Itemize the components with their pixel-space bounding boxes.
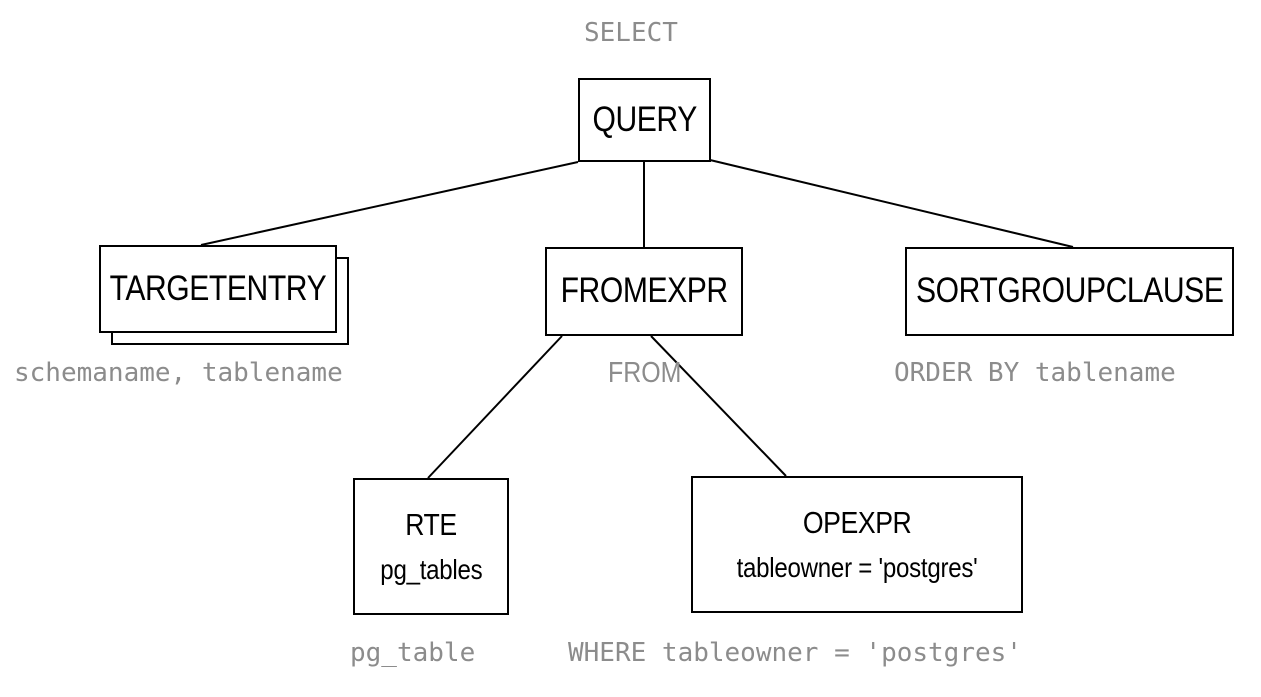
node-sortgroupclause-title: SORTGROUPCLAUSE xyxy=(915,271,1224,311)
edge-query-targetentry xyxy=(200,161,579,246)
edge-query-sortgroupclause xyxy=(709,159,1074,248)
caption-sortgroupclause: ORDER BY tablename xyxy=(894,358,1176,388)
edge-fromexpr-rte xyxy=(427,335,563,479)
caption-fromexpr: FROM xyxy=(608,357,682,389)
caption-opexpr: WHERE tableowner = 'postgres' xyxy=(568,638,1022,668)
node-query[interactable]: QUERY xyxy=(578,78,711,162)
node-targetentry[interactable]: TARGETENTRY xyxy=(99,245,337,333)
node-opexpr-subtitle: tableowner = 'postgres' xyxy=(736,552,978,584)
node-targetentry-title: TARGETENTRY xyxy=(109,268,327,308)
node-fromexpr[interactable]: FROMEXPR xyxy=(545,247,743,336)
caption-select: SELECT xyxy=(584,18,678,48)
caption-rte: pg_table xyxy=(350,638,476,668)
node-query-title: QUERY xyxy=(592,99,697,139)
node-rte-title: RTE xyxy=(405,506,457,542)
node-rte[interactable]: RTE pg_tables xyxy=(353,478,509,615)
node-rte-subtitle: pg_tables xyxy=(379,554,483,586)
node-opexpr-title: OPEXPR xyxy=(802,504,912,540)
node-opexpr[interactable]: OPEXPR tableowner = 'postgres' xyxy=(691,476,1023,613)
node-fromexpr-title: FROMEXPR xyxy=(560,271,728,311)
node-sortgroupclause[interactable]: SORTGROUPCLAUSE xyxy=(905,247,1234,336)
caption-targetentry: schemaname, tablename xyxy=(14,358,343,388)
